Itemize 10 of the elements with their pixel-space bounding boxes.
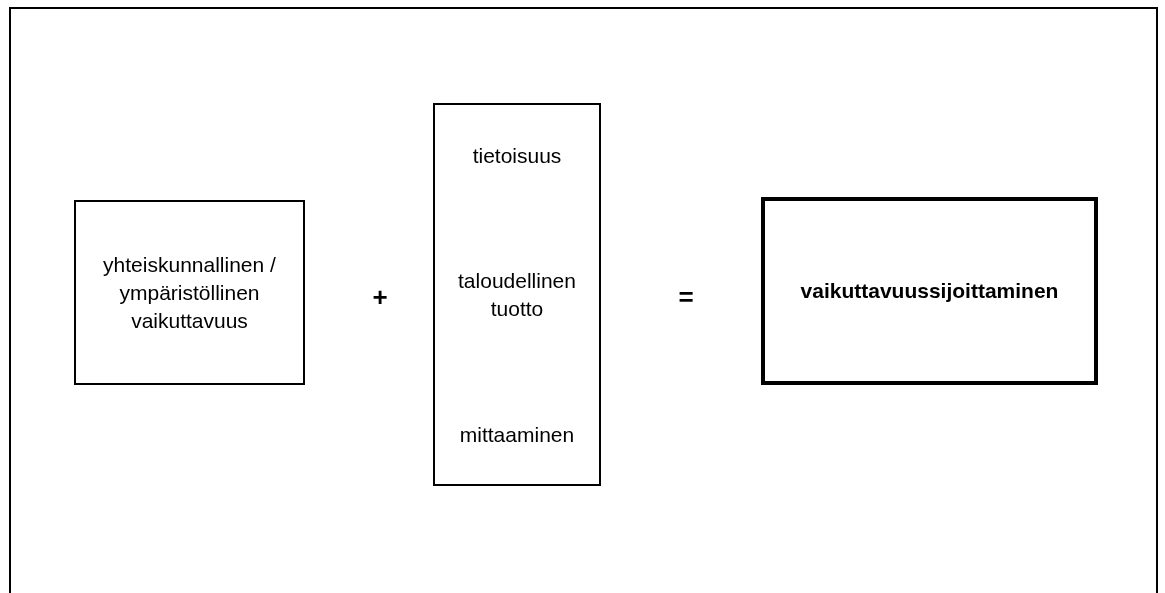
operator-sign: + [372, 281, 388, 313]
text-box [74, 200, 305, 385]
box-text: tietoisuus [471, 143, 563, 170]
text-box [433, 103, 601, 486]
text-box [761, 197, 1098, 385]
box-text: vaikuttavuussijoittaminen [799, 278, 1060, 304]
operator-sign: = [678, 281, 694, 313]
box-text: taloudellinen tuotto [457, 267, 577, 322]
box-text: mittaaminen [458, 421, 576, 448]
box-text: yhteiskunnallinen / ympäristöllinen vaikuttavuus [102, 251, 277, 334]
